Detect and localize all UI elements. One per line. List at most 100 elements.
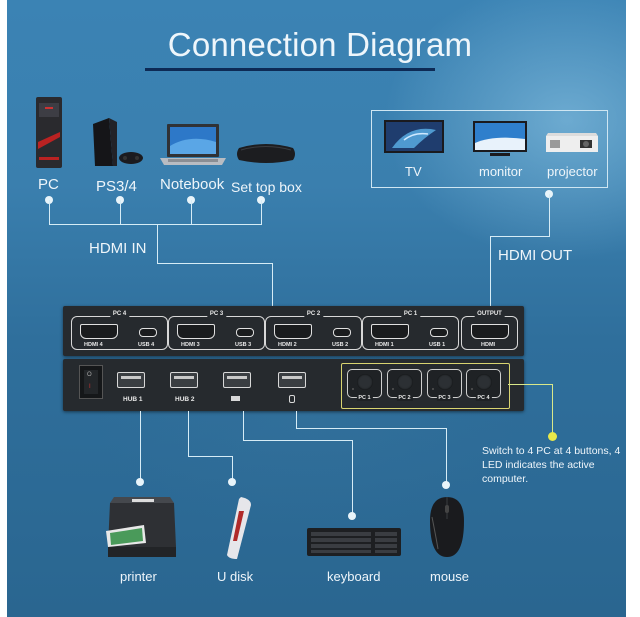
connector-line <box>243 411 244 441</box>
set-top-box-icon <box>235 142 297 166</box>
usb-drive-icon <box>225 497 253 559</box>
connector-line <box>243 440 353 441</box>
led-indicator <box>432 388 434 390</box>
tv-icon <box>384 120 444 155</box>
keyboard-icon <box>307 528 401 556</box>
usb-c-port[interactable] <box>430 328 448 337</box>
hdmi-port-label: HDMI 3 <box>181 342 200 348</box>
hdmi-port[interactable] <box>274 324 312 339</box>
port-group-pc2: PC 2 HDMI 2 USB 2 <box>265 311 362 350</box>
led-indicator <box>392 388 394 390</box>
connector-line <box>191 200 192 224</box>
port-group-title: PC 4 <box>109 311 130 317</box>
connector-line <box>446 428 447 484</box>
monitor-icon <box>473 121 527 158</box>
led-indicator <box>352 388 354 390</box>
output-device-label-projector: projector <box>547 164 598 179</box>
input-device-label-pc: PC <box>38 176 59 193</box>
connector-line <box>188 456 233 457</box>
power-switch[interactable]: O I <box>79 365 103 399</box>
connector-line <box>157 263 273 264</box>
usb-c-port[interactable] <box>333 328 351 337</box>
game-console-icon <box>91 118 144 168</box>
switch-button-pc4[interactable]: PC 4 <box>466 369 501 401</box>
power-off-symbol: I <box>89 384 91 390</box>
switch-button-pc2[interactable]: PC 2 <box>387 369 422 401</box>
power-on-symbol: O <box>87 372 92 378</box>
usb-port-label: USB 2 <box>332 342 349 348</box>
hdmi-in-label: HDMI IN <box>89 240 147 257</box>
connector-line <box>188 411 189 457</box>
port-group-output: OUTPUT HDMI <box>461 311 518 350</box>
peripheral-label-printer: printer <box>120 569 157 584</box>
port-group-title: OUTPUT <box>474 311 505 317</box>
usb-mouse-port[interactable] <box>278 372 306 388</box>
page-title: Connection Diagram <box>167 26 473 63</box>
mouse-icon <box>289 395 295 403</box>
usb-hub1-port[interactable] <box>117 372 145 388</box>
usb-port-label-hub1: HUB 1 <box>123 396 143 403</box>
connector-line <box>508 384 552 385</box>
connector-line <box>140 411 141 482</box>
connector-dot <box>228 478 236 486</box>
output-devices-box <box>371 110 608 188</box>
switch-button-pc1[interactable]: PC 1 <box>347 369 382 401</box>
hdmi-out-label: HDMI OUT <box>498 247 573 264</box>
connector-line <box>296 428 447 429</box>
usb-port-label-hub2: HUB 2 <box>175 396 195 403</box>
projector-icon <box>544 132 600 154</box>
connector-dot <box>136 478 144 486</box>
hdmi-port[interactable] <box>80 324 118 339</box>
output-device-label-tv: TV <box>405 164 422 179</box>
connector-line <box>272 263 273 313</box>
connector-line <box>120 200 121 224</box>
usb-port-label: USB 1 <box>429 342 446 348</box>
pc-tower-icon <box>34 97 64 168</box>
led-indicator <box>471 388 473 390</box>
title-underline <box>145 68 435 71</box>
hdmi-port-label: HDMI 2 <box>278 342 297 348</box>
connector-line <box>352 440 353 516</box>
hdmi-port[interactable] <box>371 324 409 339</box>
port-group-pc1: PC 1 HDMI 1 USB 1 <box>362 311 459 350</box>
hdmi-port-label: HDMI 4 <box>84 342 103 348</box>
keyboard-icon <box>231 396 240 401</box>
switch-note: Switch to 4 PC at 4 buttons, 4 LED indic… <box>482 445 621 485</box>
peripheral-label-keyboard: keyboard <box>327 569 381 584</box>
printer-icon <box>104 497 180 559</box>
usb-port-label: USB 4 <box>138 342 155 348</box>
usb-hub2-port[interactable] <box>170 372 198 388</box>
usb-port-label: USB 3 <box>235 342 252 348</box>
connector-line <box>490 236 491 312</box>
usb-c-port[interactable] <box>139 328 157 337</box>
connector-line <box>157 224 158 264</box>
connector-line <box>490 236 550 237</box>
switch-button-pc3[interactable]: PC 3 <box>427 369 462 401</box>
peripheral-label-usb-drive: U disk <box>217 569 254 584</box>
port-group-pc4: PC 4 HDMI 4 USB 4 <box>71 311 168 350</box>
usb-c-port[interactable] <box>236 328 254 337</box>
input-device-label-set-top-box: Set top box <box>231 179 302 195</box>
connector-dot <box>442 481 450 489</box>
input-device-label-notebook: Notebook <box>160 176 225 193</box>
connector-dot <box>348 512 356 520</box>
connector-line <box>232 456 233 482</box>
kvm-rear-panel: PC 4 HDMI 4 USB 4 PC 3 HDMI 3 USB 3 PC 2… <box>63 306 524 356</box>
connector-line <box>49 200 50 224</box>
laptop-icon <box>160 124 226 166</box>
mouse-icon <box>428 497 466 559</box>
hdmi-output-port[interactable] <box>471 324 509 339</box>
connector-line <box>261 200 262 224</box>
connector-line <box>549 194 550 237</box>
connector-line <box>49 224 262 225</box>
port-group-title: PC 3 <box>206 311 227 317</box>
hdmi-port[interactable] <box>177 324 215 339</box>
connector-line <box>552 384 553 434</box>
port-group-pc3: PC 3 HDMI 3 USB 3 <box>168 311 265 350</box>
usb-keyboard-port[interactable] <box>223 372 251 388</box>
peripheral-label-mouse: mouse <box>430 569 470 584</box>
pc-switch-button-group <box>341 363 510 409</box>
connector-dot <box>548 432 557 441</box>
connector-line <box>296 411 297 429</box>
port-group-title: PC 1 <box>400 311 421 317</box>
